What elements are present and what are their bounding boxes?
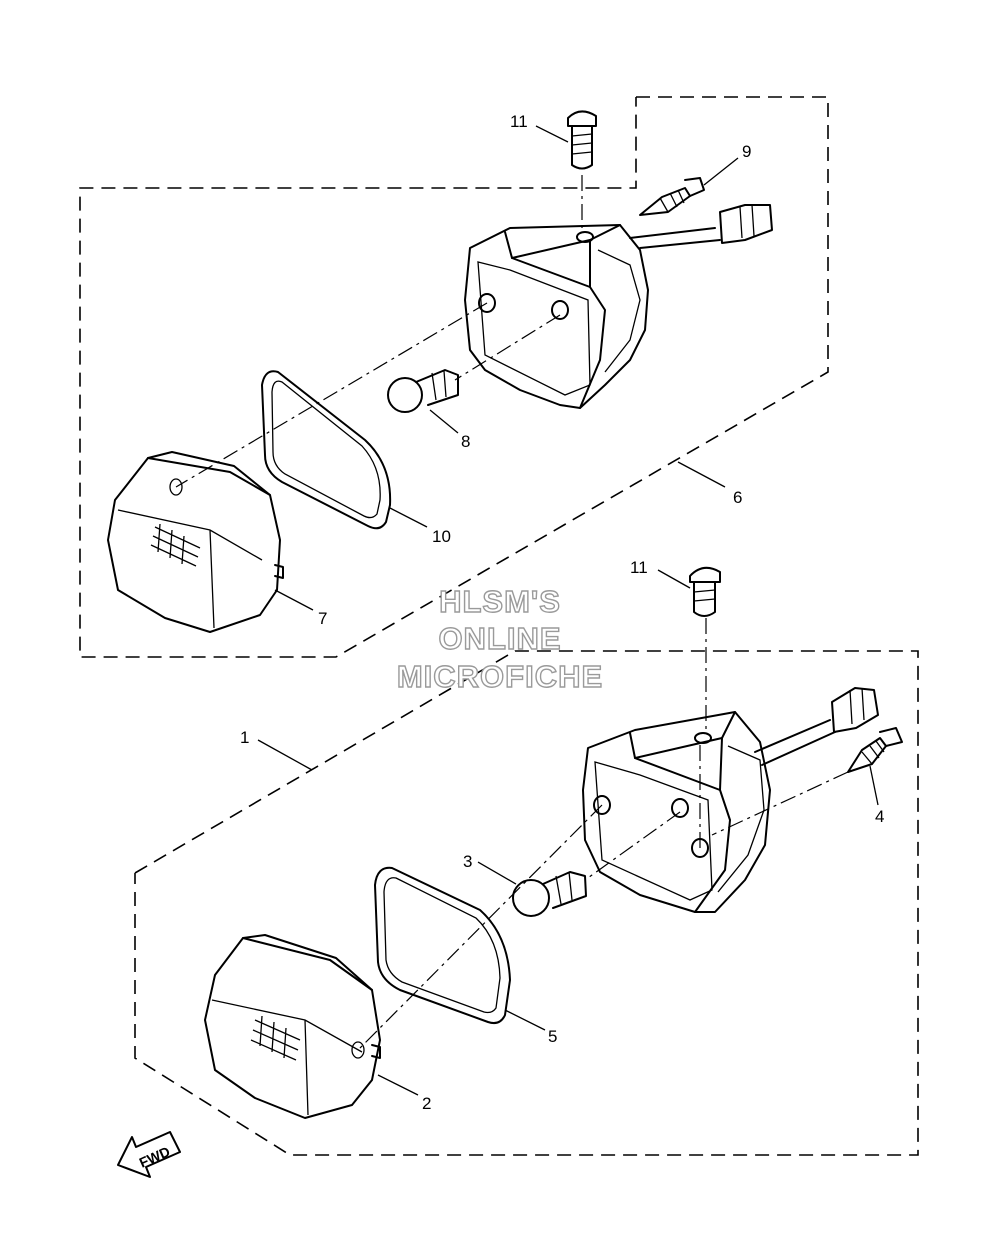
assembly-boundary-upper — [79, 96, 829, 658]
flasher-housing-lower — [582, 687, 879, 913]
lens-screw-upper — [567, 110, 597, 170]
callout-5: 5 — [548, 1027, 557, 1046]
watermark: HLSM'S ONLINE MICROFICHE — [396, 583, 603, 694]
callout-9: 9 — [742, 142, 751, 161]
axis-lens-upper — [175, 302, 488, 488]
callout-1: 1 — [240, 728, 249, 747]
lens-upper — [107, 451, 284, 633]
axis-bulb-lower — [584, 811, 681, 881]
watermark-line-2: ONLINE — [438, 621, 561, 656]
bulb-upper — [387, 369, 459, 413]
callout-10: 10 — [432, 527, 451, 546]
callout-8: 8 — [461, 432, 470, 451]
callout-3: 3 — [463, 852, 472, 871]
watermark-line-1: HLSM'S — [439, 584, 561, 619]
assembly-lower — [134, 566, 919, 1156]
screw-upper — [639, 177, 705, 216]
callout-11-upper: 11 — [510, 112, 528, 131]
lens-lower — [204, 934, 381, 1119]
axis-screw-4 — [711, 771, 849, 836]
callout-4: 4 — [875, 807, 884, 826]
callout-11-lower: 11 — [630, 558, 648, 577]
callouts: 11 9 8 6 10 7 11 1 4 3 5 2 — [240, 112, 884, 1113]
leader-lines — [257, 125, 879, 1096]
lens-screw-lower — [689, 566, 721, 617]
assembly-boundary-lower — [134, 650, 919, 1156]
assembly-upper — [79, 96, 829, 658]
screw-lower — [847, 727, 903, 773]
axis-bulb-upper — [454, 314, 561, 381]
flasher-housing-upper — [464, 204, 773, 409]
gasket-upper — [261, 370, 392, 530]
forward-direction-arrow: FWD — [117, 1131, 181, 1178]
bulb-lower — [512, 871, 587, 917]
watermark-line-3: MICROFICHE — [397, 659, 603, 694]
callout-7: 7 — [318, 609, 327, 628]
axis-lens-lower — [357, 804, 603, 1051]
fwd-label: FWD — [137, 1143, 173, 1171]
gasket-lower — [374, 866, 511, 1025]
callout-2: 2 — [422, 1094, 431, 1113]
callout-6: 6 — [733, 488, 742, 507]
